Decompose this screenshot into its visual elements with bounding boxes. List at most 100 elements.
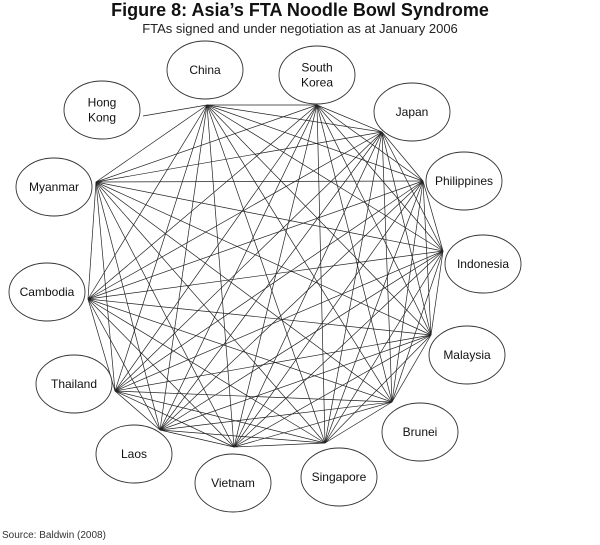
node-label: Indonesia bbox=[457, 257, 509, 271]
node-label: Philippines bbox=[435, 174, 493, 188]
fta-link-cambodia-malaysia bbox=[87, 298, 432, 336]
country-node-indonesia: Indonesia bbox=[444, 234, 522, 294]
fta-link-laos-vietnam bbox=[159, 429, 235, 448]
fta-link-china-philippines bbox=[206, 104, 424, 182]
node-label: Laos bbox=[121, 447, 147, 461]
node-label: Myanmar bbox=[29, 180, 79, 194]
fta-link-south-korea-japan bbox=[316, 104, 383, 133]
fta-link-south-korea-cambodia bbox=[87, 104, 318, 300]
node-ellipse bbox=[35, 354, 113, 414]
fta-link-cambodia-singapore bbox=[87, 298, 326, 444]
node-label: South bbox=[301, 61, 332, 75]
fta-link-malaysia-laos bbox=[159, 334, 432, 431]
country-node-vietnam: Vietnam bbox=[194, 453, 272, 513]
fta-link-myanmar-indonesia bbox=[95, 181, 444, 252]
fta-link-south-korea-brunei bbox=[316, 104, 393, 403]
node-label: Vietnam bbox=[211, 476, 255, 490]
node-label: Malaysia bbox=[443, 348, 491, 362]
fta-link-china-singapore bbox=[206, 104, 326, 444]
fta-link-south-korea-myanmar bbox=[95, 104, 318, 183]
node-ellipse bbox=[278, 45, 356, 105]
country-node-myanmar: Myanmar bbox=[15, 157, 93, 217]
fta-link-laos-singapore bbox=[159, 429, 326, 444]
country-node-brunei: Brunei bbox=[381, 402, 459, 462]
fta-link-south-korea-thailand bbox=[114, 104, 318, 392]
node-label: Cambodia bbox=[20, 285, 75, 299]
node-ellipse bbox=[194, 453, 272, 513]
fta-link-japan-indonesia bbox=[381, 131, 444, 252]
node-label: Korea bbox=[301, 76, 333, 90]
fta-link-myanmar-cambodia bbox=[87, 181, 97, 300]
node-label: China bbox=[189, 63, 221, 77]
fta-link-hong-kong-china bbox=[142, 104, 208, 117]
fta-link-brunei-vietnam bbox=[233, 401, 393, 448]
node-label: Brunei bbox=[403, 425, 438, 439]
fta-link-malaysia-thailand bbox=[114, 334, 432, 392]
fta-link-japan-laos bbox=[159, 131, 383, 431]
figure-title: Figure 8: Asia’s FTA Noodle Bowl Syndrom… bbox=[111, 0, 489, 20]
fta-link-indonesia-laos bbox=[159, 250, 444, 431]
country-node-laos: Laos bbox=[95, 424, 173, 484]
node-ellipse bbox=[444, 234, 522, 294]
node-label: Kong bbox=[88, 111, 116, 125]
node-ellipse bbox=[95, 424, 173, 484]
fta-link-vietnam-singapore bbox=[233, 442, 326, 448]
node-ellipse bbox=[15, 157, 93, 217]
fta-link-myanmar-laos bbox=[95, 181, 161, 431]
fta-link-china-japan bbox=[206, 104, 383, 133]
node-label: Hong bbox=[88, 96, 117, 110]
fta-link-thailand-brunei bbox=[114, 390, 393, 403]
fta-link-malaysia-brunei bbox=[391, 334, 432, 403]
fta-link-indonesia-vietnam bbox=[233, 250, 444, 448]
country-node-thailand: Thailand bbox=[35, 354, 113, 414]
country-node-cambodia: Cambodia bbox=[8, 262, 86, 322]
fta-link-japan-malaysia bbox=[381, 131, 432, 336]
fta-link-south-korea-vietnam bbox=[233, 104, 318, 448]
fta-link-indonesia-cambodia bbox=[87, 250, 444, 300]
node-ellipse bbox=[300, 447, 378, 507]
fta-link-cambodia-vietnam bbox=[87, 298, 235, 448]
country-node-japan: Japan bbox=[373, 82, 451, 142]
fta-link-malaysia-singapore bbox=[324, 334, 432, 444]
node-ellipse bbox=[8, 262, 86, 322]
fta-link-indonesia-singapore bbox=[324, 250, 444, 444]
fta-link-japan-philippines bbox=[381, 131, 424, 182]
fta-link-china-myanmar bbox=[95, 104, 208, 183]
fta-link-cambodia-laos bbox=[87, 298, 161, 431]
figure-subtitle: FTAs signed and under negotiation as at … bbox=[142, 21, 458, 36]
node-label: Japan bbox=[396, 105, 429, 119]
fta-link-cambodia-brunei bbox=[87, 298, 393, 403]
fta-link-south-korea-indonesia bbox=[316, 104, 444, 252]
fta-link-indonesia-brunei bbox=[391, 250, 444, 403]
fta-link-philippines-thailand bbox=[114, 180, 424, 392]
fta-link-japan-brunei bbox=[381, 131, 393, 403]
fta-link-myanmar-singapore bbox=[95, 181, 326, 444]
fta-link-myanmar-philippines bbox=[95, 180, 424, 183]
fta-link-south-korea-philippines bbox=[316, 104, 424, 182]
fta-link-philippines-singapore bbox=[324, 180, 424, 444]
fta-link-japan-thailand bbox=[114, 131, 383, 392]
country-node-singapore: Singapore bbox=[300, 447, 378, 507]
country-node-china: China bbox=[166, 40, 244, 100]
node-label: Singapore bbox=[312, 470, 367, 484]
fta-link-china-thailand bbox=[114, 104, 208, 392]
fta-link-japan-cambodia bbox=[87, 131, 383, 300]
node-ellipse bbox=[166, 40, 244, 100]
fta-link-china-malaysia bbox=[206, 104, 432, 336]
fta-link-japan-myanmar bbox=[95, 131, 383, 183]
fta-link-brunei-singapore bbox=[324, 401, 393, 444]
fta-link-indonesia-malaysia bbox=[430, 250, 444, 336]
fta-link-china-brunei bbox=[206, 104, 393, 403]
fta-link-china-laos bbox=[159, 104, 208, 431]
node-ellipse bbox=[425, 151, 503, 211]
fta-link-thailand-laos bbox=[114, 390, 161, 431]
fta-link-south-korea-malaysia bbox=[316, 104, 432, 336]
fta-link-thailand-singapore bbox=[114, 390, 326, 444]
fta-link-philippines-laos bbox=[159, 180, 424, 431]
fta-link-japan-singapore bbox=[324, 131, 383, 444]
fta-link-south-korea-singapore bbox=[316, 104, 326, 444]
node-ellipse bbox=[428, 325, 506, 385]
